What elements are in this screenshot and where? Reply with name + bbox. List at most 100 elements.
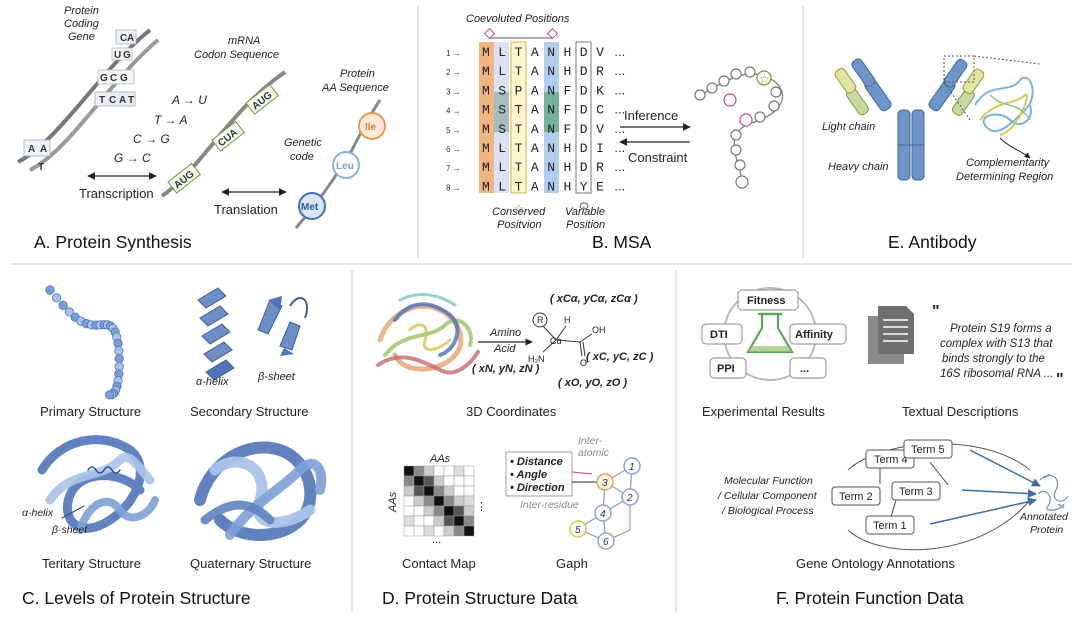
exp-affinity: Affinity [795,329,834,341]
atom-ca: Cα [550,336,562,346]
contact-cell [433,495,445,507]
panel-structure-data: Amino Acid R H Cα OH H₂N O ( xCα, yCα, z… [376,293,654,608]
quote-line: binds strongly to the [942,353,1045,365]
contact-cell [403,495,415,507]
dna-letter: G [120,73,128,84]
protein-chain-icon: Met Leu Ile [294,99,386,229]
primary-structure-icon [45,285,124,400]
contact-cell [443,515,455,527]
panel-dividers [10,6,1072,612]
contact-cell [453,505,465,517]
contact-cell [443,505,455,517]
exp-results-caption: Experimental Results [702,404,825,419]
contact-cell [443,485,455,497]
go-term-5: Term 5 [911,444,945,456]
beta-sheet-label: β-sheet [257,371,296,383]
msa-residue: R [596,160,604,175]
msa-residue: F [564,83,572,98]
msa-row-id: 5 → [446,126,461,135]
msa-residue: D [580,160,588,175]
msa-residue: D [580,45,588,60]
msa-residue: V [596,45,604,60]
secondary-structure-icon [197,287,309,381]
msa-residue: L [498,64,506,79]
constraint-label: Constraint [628,150,688,165]
dna-letter: C [120,33,127,44]
quaternary-caption: Quaternary Structure [190,556,311,571]
gene-label: Protein [64,5,99,17]
contact-cell [433,505,445,517]
contact-cell [413,505,425,517]
panel-d-title: D. Protein Structure Data [382,588,578,608]
dna-letter: A [28,144,35,155]
feature-distance: • Distance [510,456,563,468]
contact-cell [453,485,465,497]
feature-angle: • Angle [510,469,547,481]
mrna-strand-icon: AUG CUA AUG [160,70,287,198]
msa-residue: K [596,83,604,98]
msa-residue: N [547,179,555,194]
svg-text:": " [932,303,940,320]
atom-o: O [580,358,587,368]
msa-residue: A [531,122,539,137]
contact-cell [433,515,445,527]
graph-node-5: 5 [575,525,581,536]
go-arrows [929,449,1041,525]
panel-function-data: Fitness DTI Affinity PPI ... Experimenta… [701,287,1069,608]
panel-structure-levels: Primary Structure α-helix β-sheet Second… [22,285,327,608]
contact-cell [413,465,425,477]
svg-text:☆: ☆ [514,203,524,215]
contact-cell [413,475,425,487]
msa-residue: M [482,160,490,175]
rule-c-g: C → G [133,132,170,146]
go-desc: Molecular Function [724,475,813,487]
msa-residue: H [564,64,572,79]
contact-cell [423,465,435,477]
msa-residue: E [596,179,604,194]
msa-row-id: 4 → [446,107,461,116]
contact-map-dots-right: ⋮ [476,501,487,513]
panel-protein-synthesis: A C T A G C A T U G C G T A Protein Codi… [17,5,389,252]
gene-label: Gene [68,31,95,43]
msa-residue: L [498,160,506,175]
msa-residue: M [482,122,490,137]
contact-cell [433,475,445,487]
panel-a-title: A. Protein Synthesis [34,232,192,252]
mrna-label: Codon Sequence [194,49,279,61]
msa-residue: H [564,160,572,175]
msa-residue: H [564,45,572,60]
contact-cell [403,505,415,517]
msa-ellipsis: ... [614,82,625,97]
contact-cell [443,465,455,477]
msa-row-id: 2 → [446,68,461,77]
panel-e-title: E. Antibody [888,232,977,252]
contact-cell [453,525,465,537]
dna-letter: T [128,95,134,106]
amino-acid-label: Acid [493,343,516,355]
go-term-1: Term 1 [873,520,907,532]
contact-cell [453,495,465,507]
conserved-label: Conserved [492,206,546,218]
atom-h: H [564,315,571,325]
msa-residue: L [498,45,506,60]
coord-c: ( xC, yC, zC ) [586,351,654,363]
atom-h2n: H₂N [528,354,545,364]
msa-residue: T [515,141,523,156]
conserved-label: Positvion [497,219,542,231]
graph-caption: Gaph [556,556,588,571]
coord-ca: ( xCα, yCα, zCα ) [550,293,638,305]
annotated-label: Annotated [1019,511,1069,523]
msa-residue: V [596,122,604,137]
contact-cell [403,485,415,497]
msa-residue: A [531,45,539,60]
msa-residue: H [564,141,572,156]
msa-residue: P [515,83,523,98]
msa-residue: D [580,83,588,98]
msa-residue: N [547,160,555,175]
protein-label: AA Sequence [321,82,389,94]
contact-cell [423,485,435,497]
contact-cell [443,495,455,507]
graph-node-2: 2 [626,493,633,504]
panel-f-title: F. Protein Function Data [776,588,964,608]
